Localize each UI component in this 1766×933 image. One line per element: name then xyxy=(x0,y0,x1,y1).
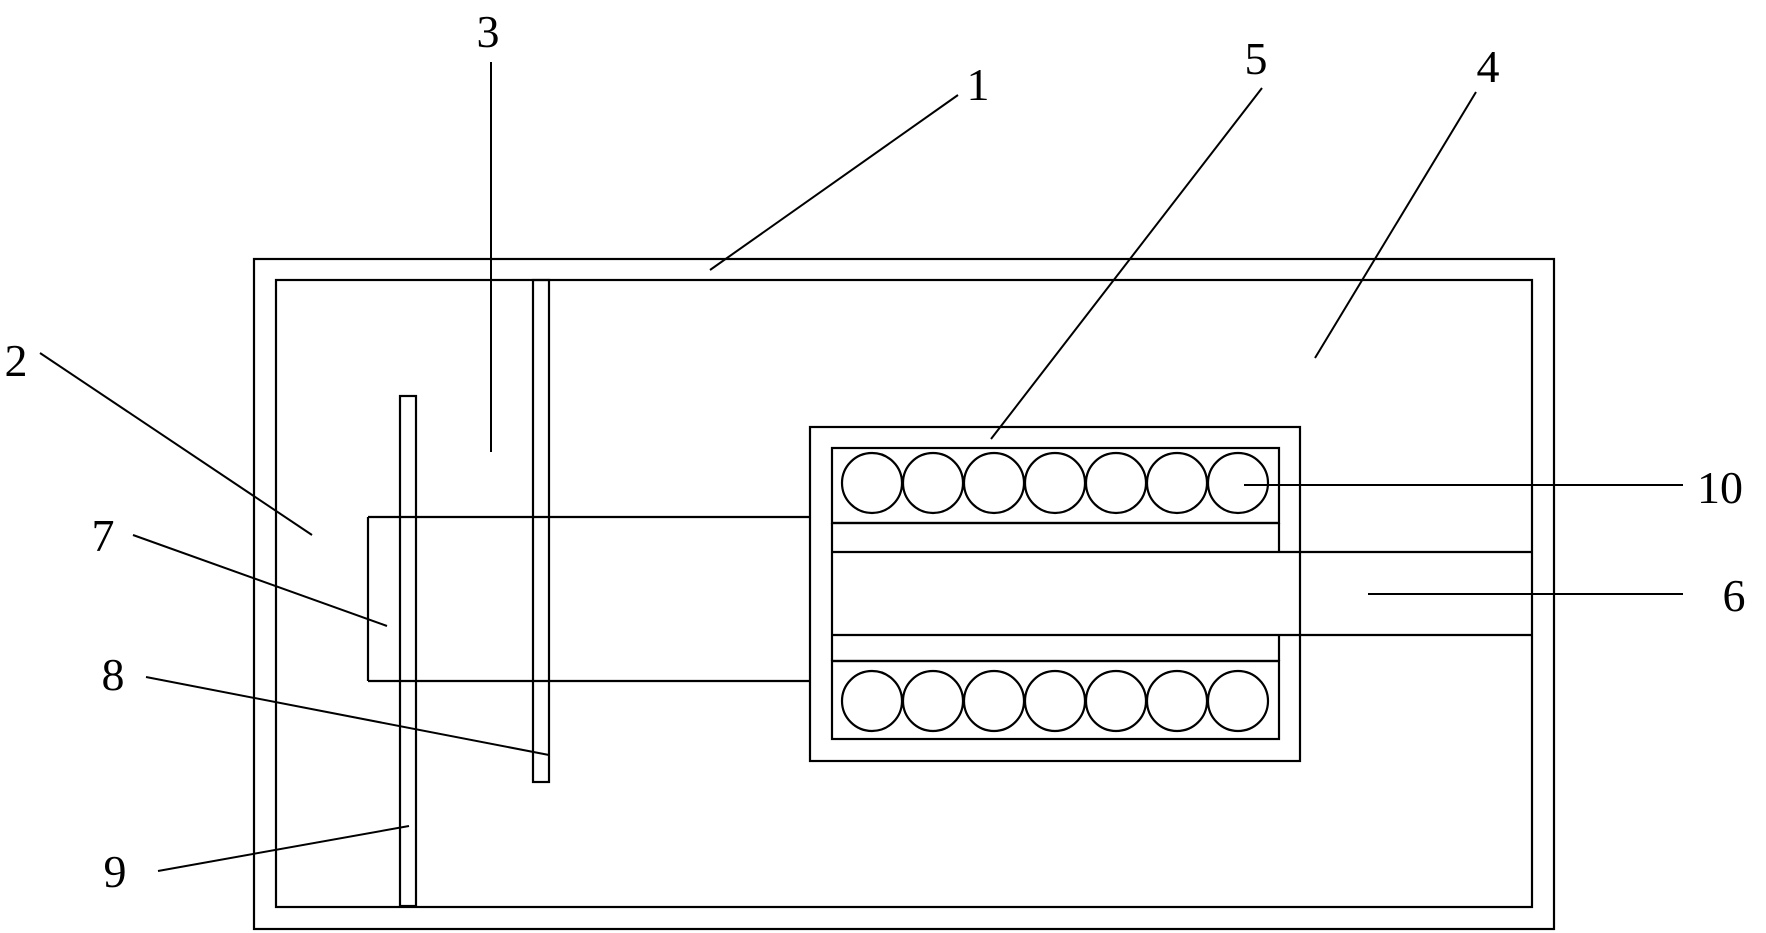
label-3: 3 xyxy=(477,6,500,57)
label-7: 7 xyxy=(92,510,115,561)
label-9: 9 xyxy=(104,846,127,897)
outer-housing-wall xyxy=(252,257,1556,931)
coil-winding-top xyxy=(830,446,1281,525)
coil-turn xyxy=(840,451,904,515)
leader-line-9 xyxy=(157,825,410,872)
label-2: 2 xyxy=(5,335,28,386)
coil-housing xyxy=(808,425,1302,763)
coil-turn xyxy=(901,669,965,733)
label-8: 8 xyxy=(102,649,125,700)
coil-turns-top xyxy=(840,451,1270,515)
inner-housing-wall xyxy=(274,278,1534,909)
coil-turn xyxy=(1206,669,1270,733)
vertical-plate-8 xyxy=(531,278,551,784)
vertical-plate-9 xyxy=(398,394,418,908)
coil-winding-bottom xyxy=(830,659,1281,741)
coil-turn xyxy=(962,451,1026,515)
leader-line-7 xyxy=(132,534,388,627)
coil-turns-bottom xyxy=(840,669,1270,733)
leader-line-2 xyxy=(39,352,313,536)
leader-line-5 xyxy=(990,87,1263,440)
coil-turn xyxy=(1206,451,1270,515)
leader-line-8 xyxy=(145,676,550,756)
label-5: 5 xyxy=(1245,33,1268,84)
coil-turn xyxy=(962,669,1026,733)
label-1: 1 xyxy=(967,59,990,110)
coil-turn xyxy=(1084,669,1148,733)
leader-line-4 xyxy=(1314,91,1477,359)
label-10: 10 xyxy=(1697,462,1743,513)
coil-turn xyxy=(840,669,904,733)
coil-turn xyxy=(1023,669,1087,733)
label-6: 6 xyxy=(1723,570,1746,621)
coil-turn xyxy=(1023,451,1087,515)
coil-turn xyxy=(1084,451,1148,515)
coil-turn xyxy=(1145,669,1209,733)
leader-line-1 xyxy=(709,94,959,271)
coil-turn xyxy=(901,451,965,515)
coil-turn xyxy=(1145,451,1209,515)
label-4: 4 xyxy=(1477,41,1500,92)
